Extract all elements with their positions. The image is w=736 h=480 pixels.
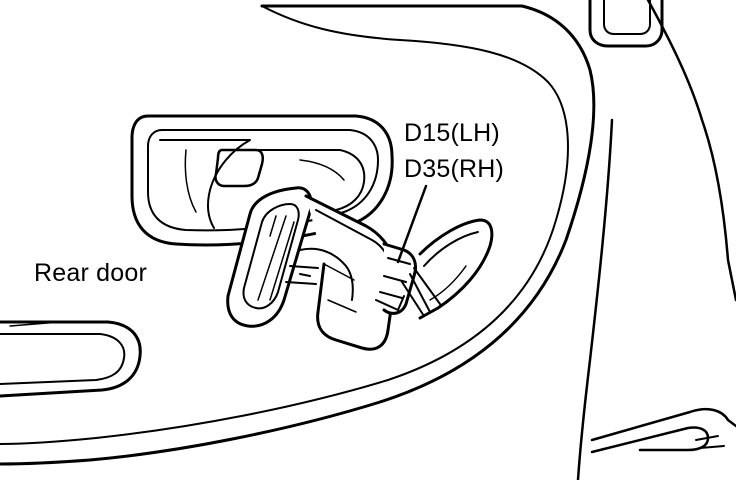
door-switch bbox=[226, 186, 418, 351]
harness-connector bbox=[401, 218, 494, 320]
door-pocket bbox=[0, 320, 142, 398]
callout-d15-lh: D15(LH) bbox=[404, 119, 500, 147]
callout-rear-door: Rear door bbox=[34, 259, 147, 287]
callout-d35-rh: D35(RH) bbox=[404, 155, 505, 183]
rear-door-panel bbox=[0, 4, 596, 466]
body-panel-edge bbox=[576, 118, 614, 480]
window-switch-cutout bbox=[588, 0, 664, 48]
pillar-edge bbox=[646, 0, 736, 302]
release-lever bbox=[590, 408, 736, 454]
callout-leader-line bbox=[396, 184, 428, 264]
